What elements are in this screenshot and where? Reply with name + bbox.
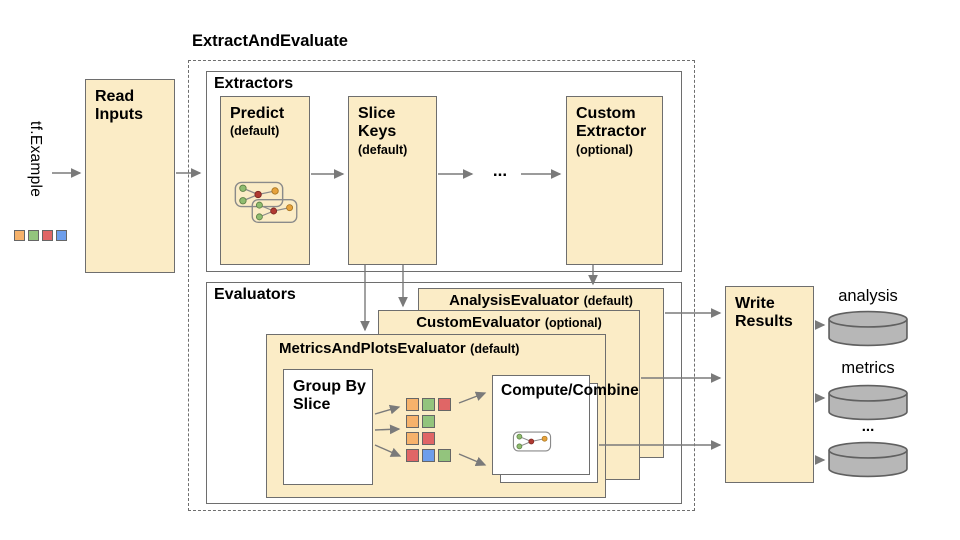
blue-square	[56, 230, 67, 241]
red-square	[438, 398, 451, 411]
sliced-examples-squares	[406, 398, 451, 462]
orange-square	[406, 415, 419, 428]
group-by-slice-box: Group By Slice	[283, 369, 373, 485]
analysis-output-label: analysis	[838, 287, 898, 305]
analysis-evaluator-label: AnalysisEvaluator	[449, 292, 580, 309]
metrics-and-plots-evaluator-label: MetricsAndPlotsEvaluator	[279, 340, 466, 357]
extractors-ellipsis: ...	[492, 161, 508, 180]
slice-keys-extractor-box: Slice Keys (default)	[348, 96, 437, 265]
red-square	[406, 449, 419, 462]
extract-and-evaluate-boundary	[188, 60, 695, 511]
compute-combine-box: Compute/Combine	[492, 375, 639, 475]
green-square	[438, 449, 451, 462]
slice-keys-qualifier: (default)	[358, 142, 408, 157]
model-graph-icon	[512, 431, 552, 452]
custom-extractor-box: Custom Extractor (optional)	[566, 96, 663, 265]
tf-example-label: tf.Example	[27, 121, 44, 198]
metrics-and-plots-evaluator-qualifier: (default)	[470, 342, 520, 356]
predict-extractor-box: Predict (default)	[220, 96, 310, 265]
orange-square	[406, 398, 419, 411]
write-results-box: Write Results	[725, 286, 814, 483]
blue-square	[422, 449, 435, 462]
red-square	[422, 432, 435, 445]
slice-keys-label: Slice Keys	[358, 105, 397, 141]
write-results-label: Write Results	[735, 295, 793, 331]
evaluators-section-label: Evaluators	[214, 286, 296, 303]
more-outputs-ellipsis: ...	[861, 418, 875, 435]
orange-square	[406, 432, 419, 445]
extractors-section-label: Extractors	[214, 75, 294, 92]
model-graph-icon	[251, 198, 298, 224]
green-square	[422, 415, 435, 428]
analysis-evaluator-qualifier: (default)	[583, 294, 633, 308]
red-square	[42, 230, 53, 241]
metrics-database-icon	[827, 384, 909, 421]
green-square	[422, 398, 435, 411]
read-inputs-box: Read Inputs	[85, 79, 175, 273]
metrics-output-label: metrics	[841, 359, 895, 377]
group-by-slice-label: Group By Slice	[293, 378, 366, 414]
diagram-title: ExtractAndEvaluate	[192, 32, 348, 50]
custom-evaluator-label: CustomEvaluator	[416, 314, 541, 331]
orange-square	[14, 230, 25, 241]
predict-label: Predict	[230, 105, 285, 122]
input-example-squares	[14, 230, 67, 241]
analysis-database-icon	[827, 310, 909, 347]
read-inputs-label: Read Inputs	[95, 88, 143, 124]
more-database-icon	[827, 441, 909, 478]
custom-evaluator-qualifier: (optional)	[544, 316, 602, 330]
compute-combine-label: Compute/Combine	[501, 382, 639, 399]
custom-extractor-label: Custom Extractor	[576, 105, 647, 141]
green-square	[28, 230, 39, 241]
custom-extractor-qualifier: (optional)	[576, 142, 633, 157]
predict-qualifier: (default)	[230, 124, 280, 139]
